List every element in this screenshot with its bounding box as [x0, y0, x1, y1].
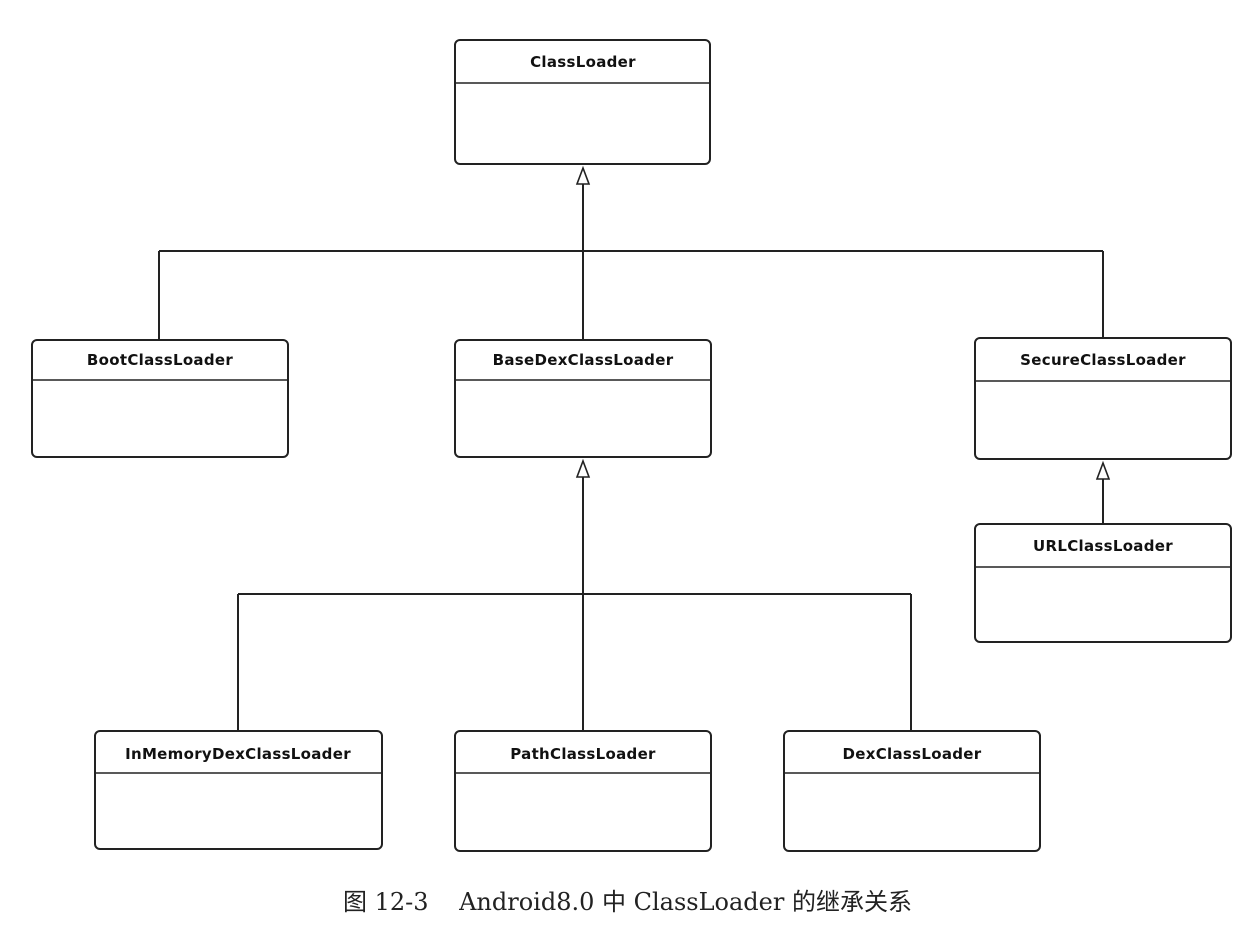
class-name-secureclassloader: SecureClassLoader [1020, 351, 1186, 369]
inheritance-arrow-basedexclassloader [575, 458, 591, 478]
class-diagram: ClassLoader BootClassLoader BaseDexClass… [31, 39, 1232, 852]
figure-caption: 图 12-3 Android8.0 中 ClassLoader 的继承关系 [343, 888, 912, 916]
class-name-urlclassloader: URLClassLoader [1033, 537, 1173, 555]
inheritance-arrow-secureclassloader [1095, 460, 1111, 480]
class-box-classloader: ClassLoader [454, 39, 711, 165]
class-box-inmemorydexclassloader: InMemoryDexClassLoader [94, 730, 383, 850]
inheritance-arrow-classloader [575, 165, 591, 185]
edge-group-basedexclassloader [237, 458, 912, 731]
class-name-dexclassloader: DexClassLoader [843, 745, 982, 763]
class-box-pathclassloader: PathClassLoader [454, 730, 712, 852]
edge-group-secureclassloader [1095, 460, 1111, 524]
class-box-secureclassloader: SecureClassLoader [974, 337, 1232, 460]
class-box-urlclassloader: URLClassLoader [974, 523, 1232, 643]
class-name-basedexclassloader: BaseDexClassLoader [493, 351, 674, 369]
class-box-bootclassloader: BootClassLoader [31, 339, 289, 458]
class-name-classloader: ClassLoader [530, 53, 636, 71]
class-box-dexclassloader: DexClassLoader [783, 730, 1041, 852]
edge-group-classloader [158, 165, 1104, 340]
class-name-pathclassloader: PathClassLoader [510, 745, 656, 763]
class-name-inmemorydexclassloader: InMemoryDexClassLoader [125, 745, 351, 763]
class-name-bootclassloader: BootClassLoader [87, 351, 233, 369]
class-box-basedexclassloader: BaseDexClassLoader [454, 339, 712, 458]
